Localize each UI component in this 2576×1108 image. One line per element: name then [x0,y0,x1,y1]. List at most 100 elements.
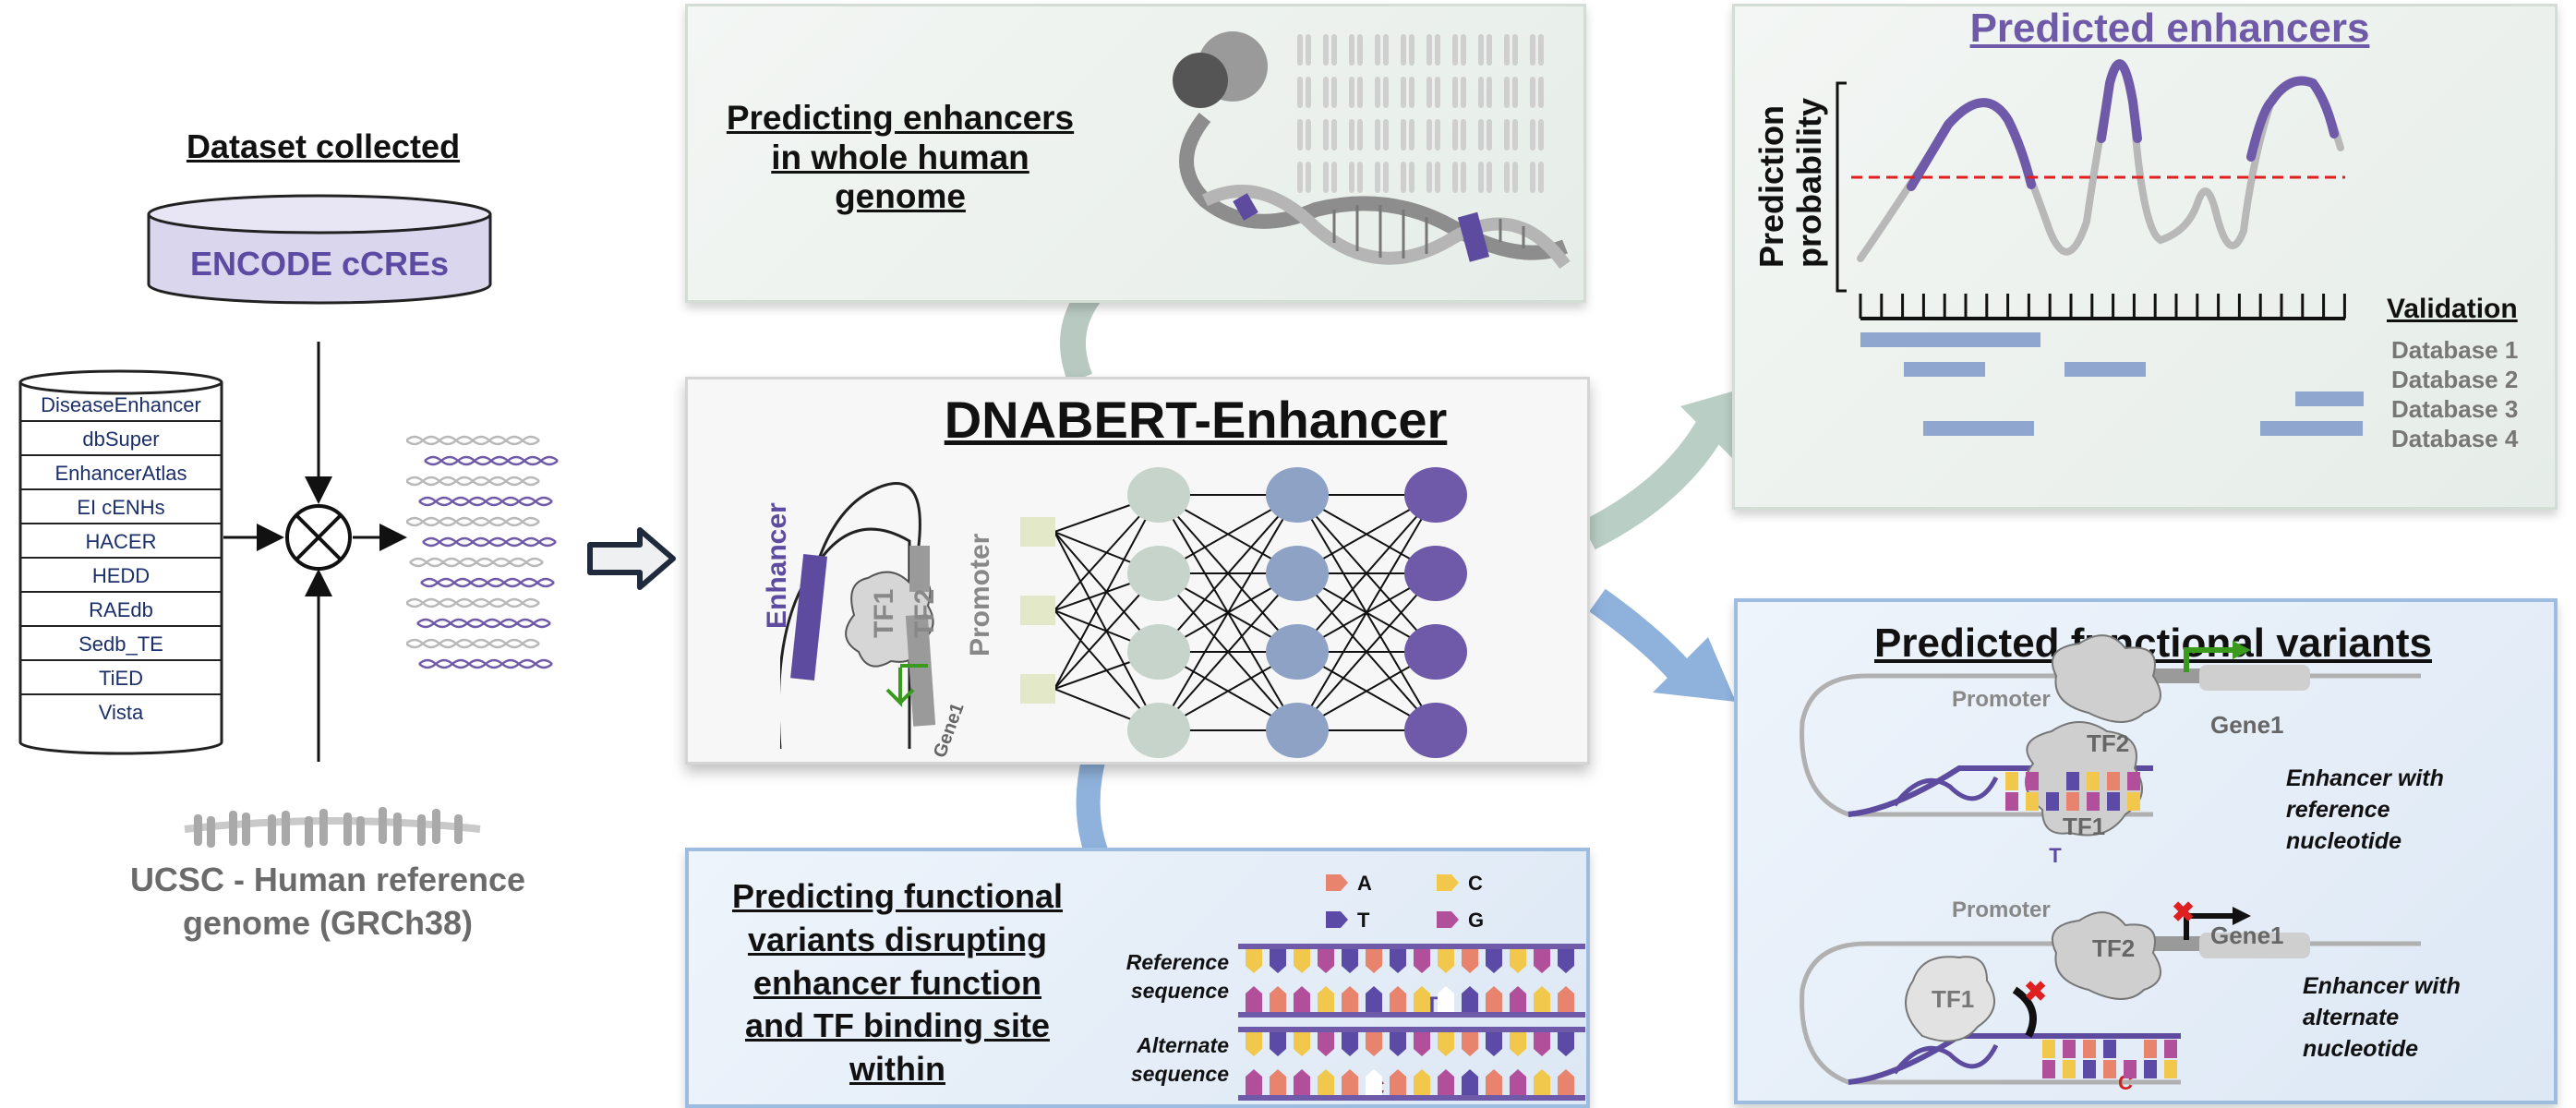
base-mark [2042,1040,2055,1058]
dna-strand [416,621,551,629]
database-item: HACER [21,524,221,559]
nn-edge [1158,494,1298,653]
nn-edge [1053,494,1160,690]
dna-strand [424,459,559,466]
chromosome-bar [1504,162,1510,193]
svg-text:✖: ✖ [2024,977,2047,1007]
chromosome-bar [1538,34,1544,66]
chromosome-bar [1530,119,1535,151]
base-mark [2164,1060,2177,1078]
chromosome-bar [1323,162,1329,193]
dna-strand [422,540,557,548]
chromosome-bar [1306,162,1311,193]
chromosomes-icon [184,807,481,848]
arrowhead-enhancers [1680,388,1745,462]
whole-genome-title-line3: genome [835,177,966,216]
chromosome-bar [1331,34,1337,66]
base-mark [2124,1060,2137,1078]
database-item: EI cENHs [21,490,221,524]
base-mark [1294,1032,1310,1056]
chromosome-bar [1461,119,1466,151]
validation-database-label: Database 4 [2391,425,2519,452]
variants-task-title-line2: variants disrupting [747,920,1048,958]
neural-network-diagram [1020,467,1467,758]
base-mark [1270,1032,1286,1056]
promoter-label: Promoter [965,533,995,656]
variants-task-panel: Predicting functional variants disruptin… [685,848,1590,1108]
tf2-label-top: TF2 [2087,729,2130,757]
chromosome-bar [1452,77,1458,108]
nn-node [1266,703,1329,758]
validation-bar [1904,362,1985,377]
dna-strand [406,439,540,446]
whole-genome-title-line1: Predicting enhancers [726,99,1075,137]
backbone [1238,944,1585,949]
nn-input-node [1020,517,1055,547]
validation-title: Validation [2387,294,2518,324]
legend-label: T [1357,909,1370,932]
base-mark [2107,792,2120,811]
legend-label: C [1468,872,1483,895]
chromosome-bar [1512,162,1518,193]
alt-caption-line3: nucleotide [2303,1035,2419,1062]
chromosome-bar [1538,119,1544,151]
base-mark [1438,1069,1454,1095]
legend-swatch [1326,911,1348,928]
database-item: EnhancerAtlas [21,456,221,490]
chromosome-bar [1323,34,1329,66]
input-arrow-icon [587,527,676,590]
base-mark [1558,1032,1574,1056]
base-mark [2026,792,2039,811]
chromosome-bar [1323,119,1329,151]
base-mark [2005,772,2018,790]
database-item: RAEdb [21,593,221,627]
combine-operator [223,342,407,762]
enhancer-peak [2097,59,2142,143]
chromosome-bar [1401,77,1406,108]
nn-node [1127,467,1190,523]
ylabel-line1: Prediction [1752,104,1790,268]
base-mark [1270,1069,1286,1095]
chromosome-bar [1297,77,1303,108]
base-mark [2042,1060,2055,1078]
base-mark [2087,792,2100,811]
base-mark [1246,1032,1262,1056]
chromosome-bar [1297,119,1303,151]
base-mark [1510,986,1526,1012]
chromosome-bar [1504,119,1510,151]
dna-strand [418,662,553,669]
chromosome-bar [1357,34,1363,66]
legend-label: G [1468,909,1484,932]
base-mark [1318,1032,1334,1056]
nn-node [1404,624,1467,680]
base-mark [1342,1032,1358,1056]
base-mark [2026,772,2039,790]
dna-strand [406,520,540,527]
base-mark [2164,1040,2177,1058]
base-mark [1414,1069,1430,1095]
chromosome-bar [1426,77,1432,108]
chromosome-bar [1426,162,1432,193]
validation-bar [2295,391,2364,406]
validation-database-label: Database 1 [2391,336,2519,364]
chromosome-bar [1512,77,1518,108]
dna-strand [409,560,544,568]
base-mark [1390,949,1406,973]
base-mark [1366,949,1382,973]
base-mark [2063,1040,2076,1058]
chromosome-bar [1401,162,1406,193]
backbone [1238,1027,1585,1032]
base-mark [1318,1069,1334,1095]
base-mark [2127,772,2140,790]
reference-sequence-label: Reference sequence [1109,948,1229,1006]
chromosome-bar [1461,34,1466,66]
base-mark [2107,772,2120,790]
chromosome-bar [1409,77,1414,108]
base-mark [1390,1032,1406,1056]
legend-swatch [1437,874,1459,891]
base-mark [2046,792,2059,811]
chromosome-bar [1435,162,1440,193]
database-item: DiseaseEnhancer [21,388,221,422]
nn-node [1127,546,1190,601]
validation-database-label: Database 2 [2391,366,2519,393]
